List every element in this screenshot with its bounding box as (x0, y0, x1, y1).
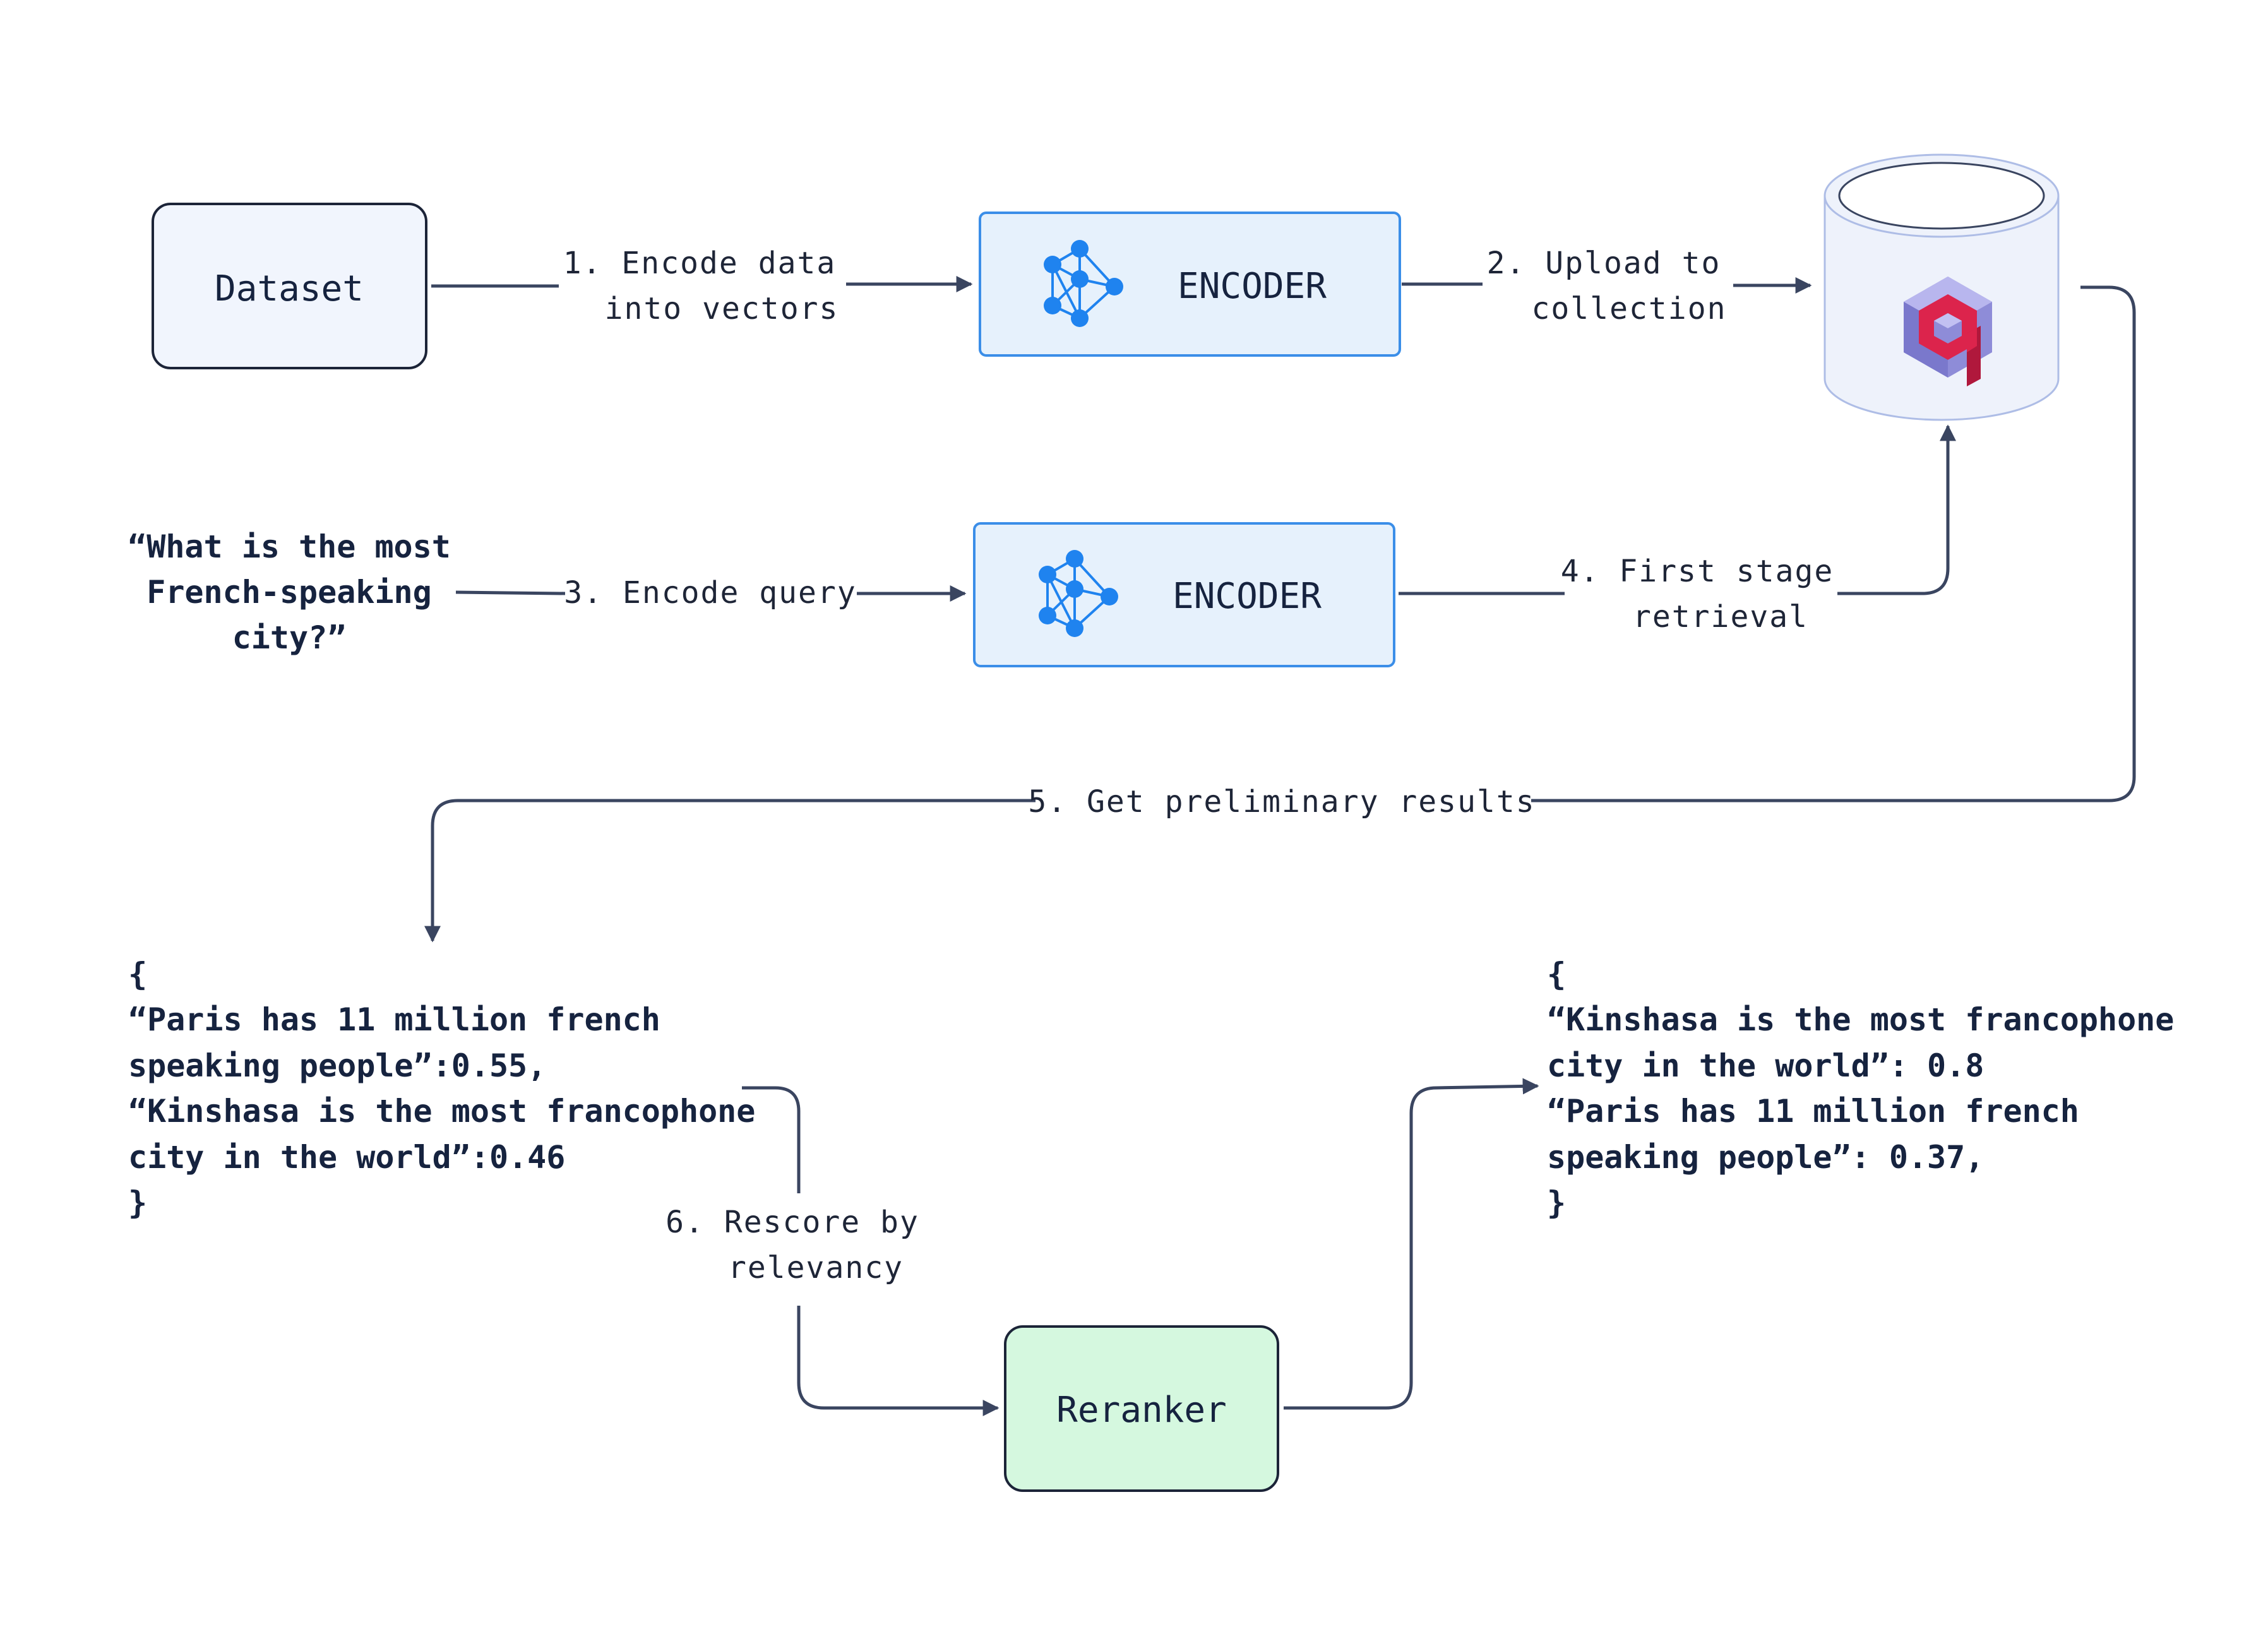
encoder-label-1: ENCODER (1178, 266, 1327, 307)
edge-step4-arrow (1837, 424, 1956, 595)
neural-network-icon (1039, 550, 1118, 637)
reranker-node: Reranker (1004, 1325, 1279, 1492)
dataset-label: Dataset (215, 268, 364, 309)
result-line: “Kinshasa is the most francophone (1547, 1001, 2174, 1038)
encoder-node-2: ENCODER (973, 522, 1395, 667)
edge-query-encoder (455, 590, 566, 595)
step4-label: retrieval (1633, 599, 1808, 635)
reranker-label: Reranker (1056, 1390, 1227, 1431)
edge-db-results (1531, 285, 2136, 802)
step1-label: 1. Encode data (563, 246, 837, 281)
step6-label: 6. Rescore by (665, 1205, 919, 1240)
result-line: “Paris has 11 million french (1547, 1093, 2079, 1130)
database-cylinder-icon (1823, 153, 2060, 421)
query-text: “What is the most French-speaking city?” (128, 528, 451, 656)
edge-results-rescore (742, 1086, 801, 1193)
edges (424, 276, 2136, 1416)
result-line: { (128, 956, 147, 993)
encoder-node-1: ENCODER (979, 212, 1401, 357)
query-line: city?” (232, 619, 347, 656)
edge-step5-arrow (424, 799, 1036, 943)
step2-label: collection (1532, 291, 1727, 326)
step-labels: 1. Encode data into vectors 2. Upload to… (563, 246, 1834, 1285)
step3-label: 3. Encode query (564, 575, 856, 611)
qdrant-logo-icon (1904, 277, 1992, 386)
result-line: city in the world”: 0.8 (1547, 1047, 1984, 1084)
result-line: } (128, 1184, 147, 1221)
result-line: “Paris has 11 million french (128, 1001, 660, 1038)
step5-label: 5. Get preliminary results (1028, 784, 1535, 820)
step6-label: relevancy (728, 1250, 904, 1285)
result-line: { (1547, 956, 1566, 993)
edge-reranker-results (1284, 1078, 1539, 1410)
step1-label: into vectors (605, 291, 839, 326)
neural-network-icon (1044, 240, 1123, 327)
result-line: “Kinshasa is the most francophone (128, 1093, 755, 1130)
dataset-node: Dataset (152, 203, 427, 369)
result-line: city in the world”:0.46 (128, 1139, 565, 1176)
result-line: speaking people”:0.55, (128, 1047, 546, 1084)
edge-step6-arrow (797, 1306, 1000, 1416)
step2-label: 2. Upload to (1487, 246, 1721, 281)
result-line: speaking people”: 0.37, (1547, 1139, 1984, 1176)
reranked-results: { “Kinshasa is the most francophone city… (1547, 956, 2174, 1221)
query-line: French-speaking (146, 574, 432, 611)
encoder-label-2: ENCODER (1173, 576, 1322, 617)
step4-label: 4. First stage (1561, 554, 1834, 589)
preliminary-results: { “Paris has 11 million french speaking … (128, 956, 755, 1221)
result-line: } (1547, 1184, 1566, 1221)
query-line: “What is the most (128, 528, 451, 565)
